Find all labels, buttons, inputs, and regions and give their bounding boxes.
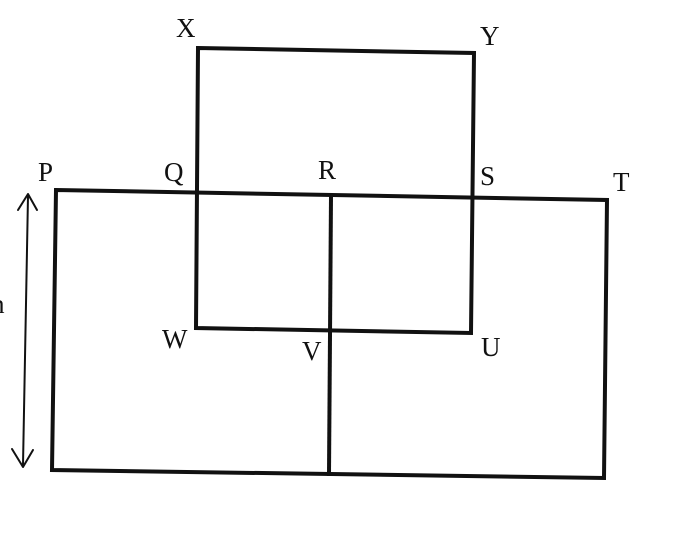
label-height: h [0, 289, 5, 319]
label-w: W [162, 324, 188, 354]
divider-line-r-v [326, 193, 334, 477]
label-u: U [481, 332, 501, 362]
label-v: V [302, 336, 322, 366]
label-t: T [613, 167, 630, 197]
label-p: P [38, 157, 53, 187]
label-y: Y [480, 21, 500, 51]
label-q: Q [164, 157, 184, 187]
height-arrow [11, 193, 38, 468]
label-x: X [176, 13, 196, 43]
square-xyuw [193, 45, 477, 336]
label-r: R [318, 155, 336, 185]
label-s: S [480, 161, 495, 191]
large-rectangle [49, 187, 610, 481]
